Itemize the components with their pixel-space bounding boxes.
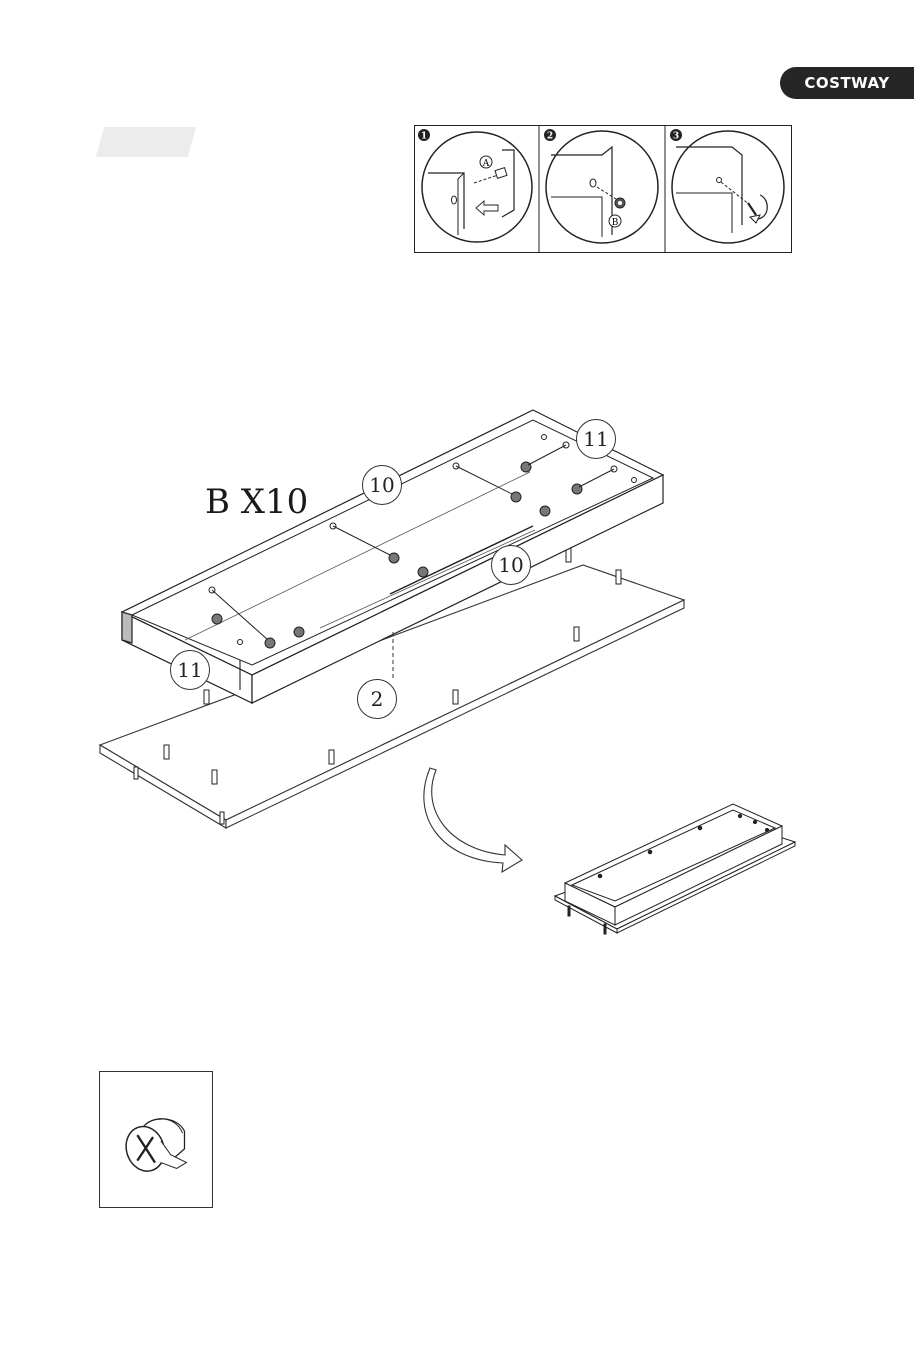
assembly-diagram: [0, 390, 914, 950]
callout-part-11-top: 11: [576, 419, 616, 459]
step-1-number: 1: [421, 132, 427, 142]
brand-logo: COSTWAY: [780, 67, 914, 99]
curved-arrow-icon: [424, 768, 522, 872]
part-letter-a: A: [482, 159, 490, 169]
callout-part-2: 2: [357, 679, 397, 719]
part-letter-b: B: [612, 218, 619, 228]
step-number-tab: [96, 127, 197, 157]
callout-part-10-mid: 10: [491, 545, 531, 585]
cam-lock-icon: [100, 1072, 212, 1207]
assembled-result-thumbnail: [555, 804, 795, 934]
detail-steps-strip: A 1 B 2 3: [414, 125, 792, 253]
quantity-label: B X10: [205, 482, 308, 522]
callout-part-10-top: 10: [362, 465, 402, 505]
callout-part-11-left: 11: [170, 650, 210, 690]
hardware-detail-box: [99, 1071, 213, 1208]
step-3-number: 3: [673, 132, 679, 142]
step-2-number: 2: [547, 132, 553, 142]
